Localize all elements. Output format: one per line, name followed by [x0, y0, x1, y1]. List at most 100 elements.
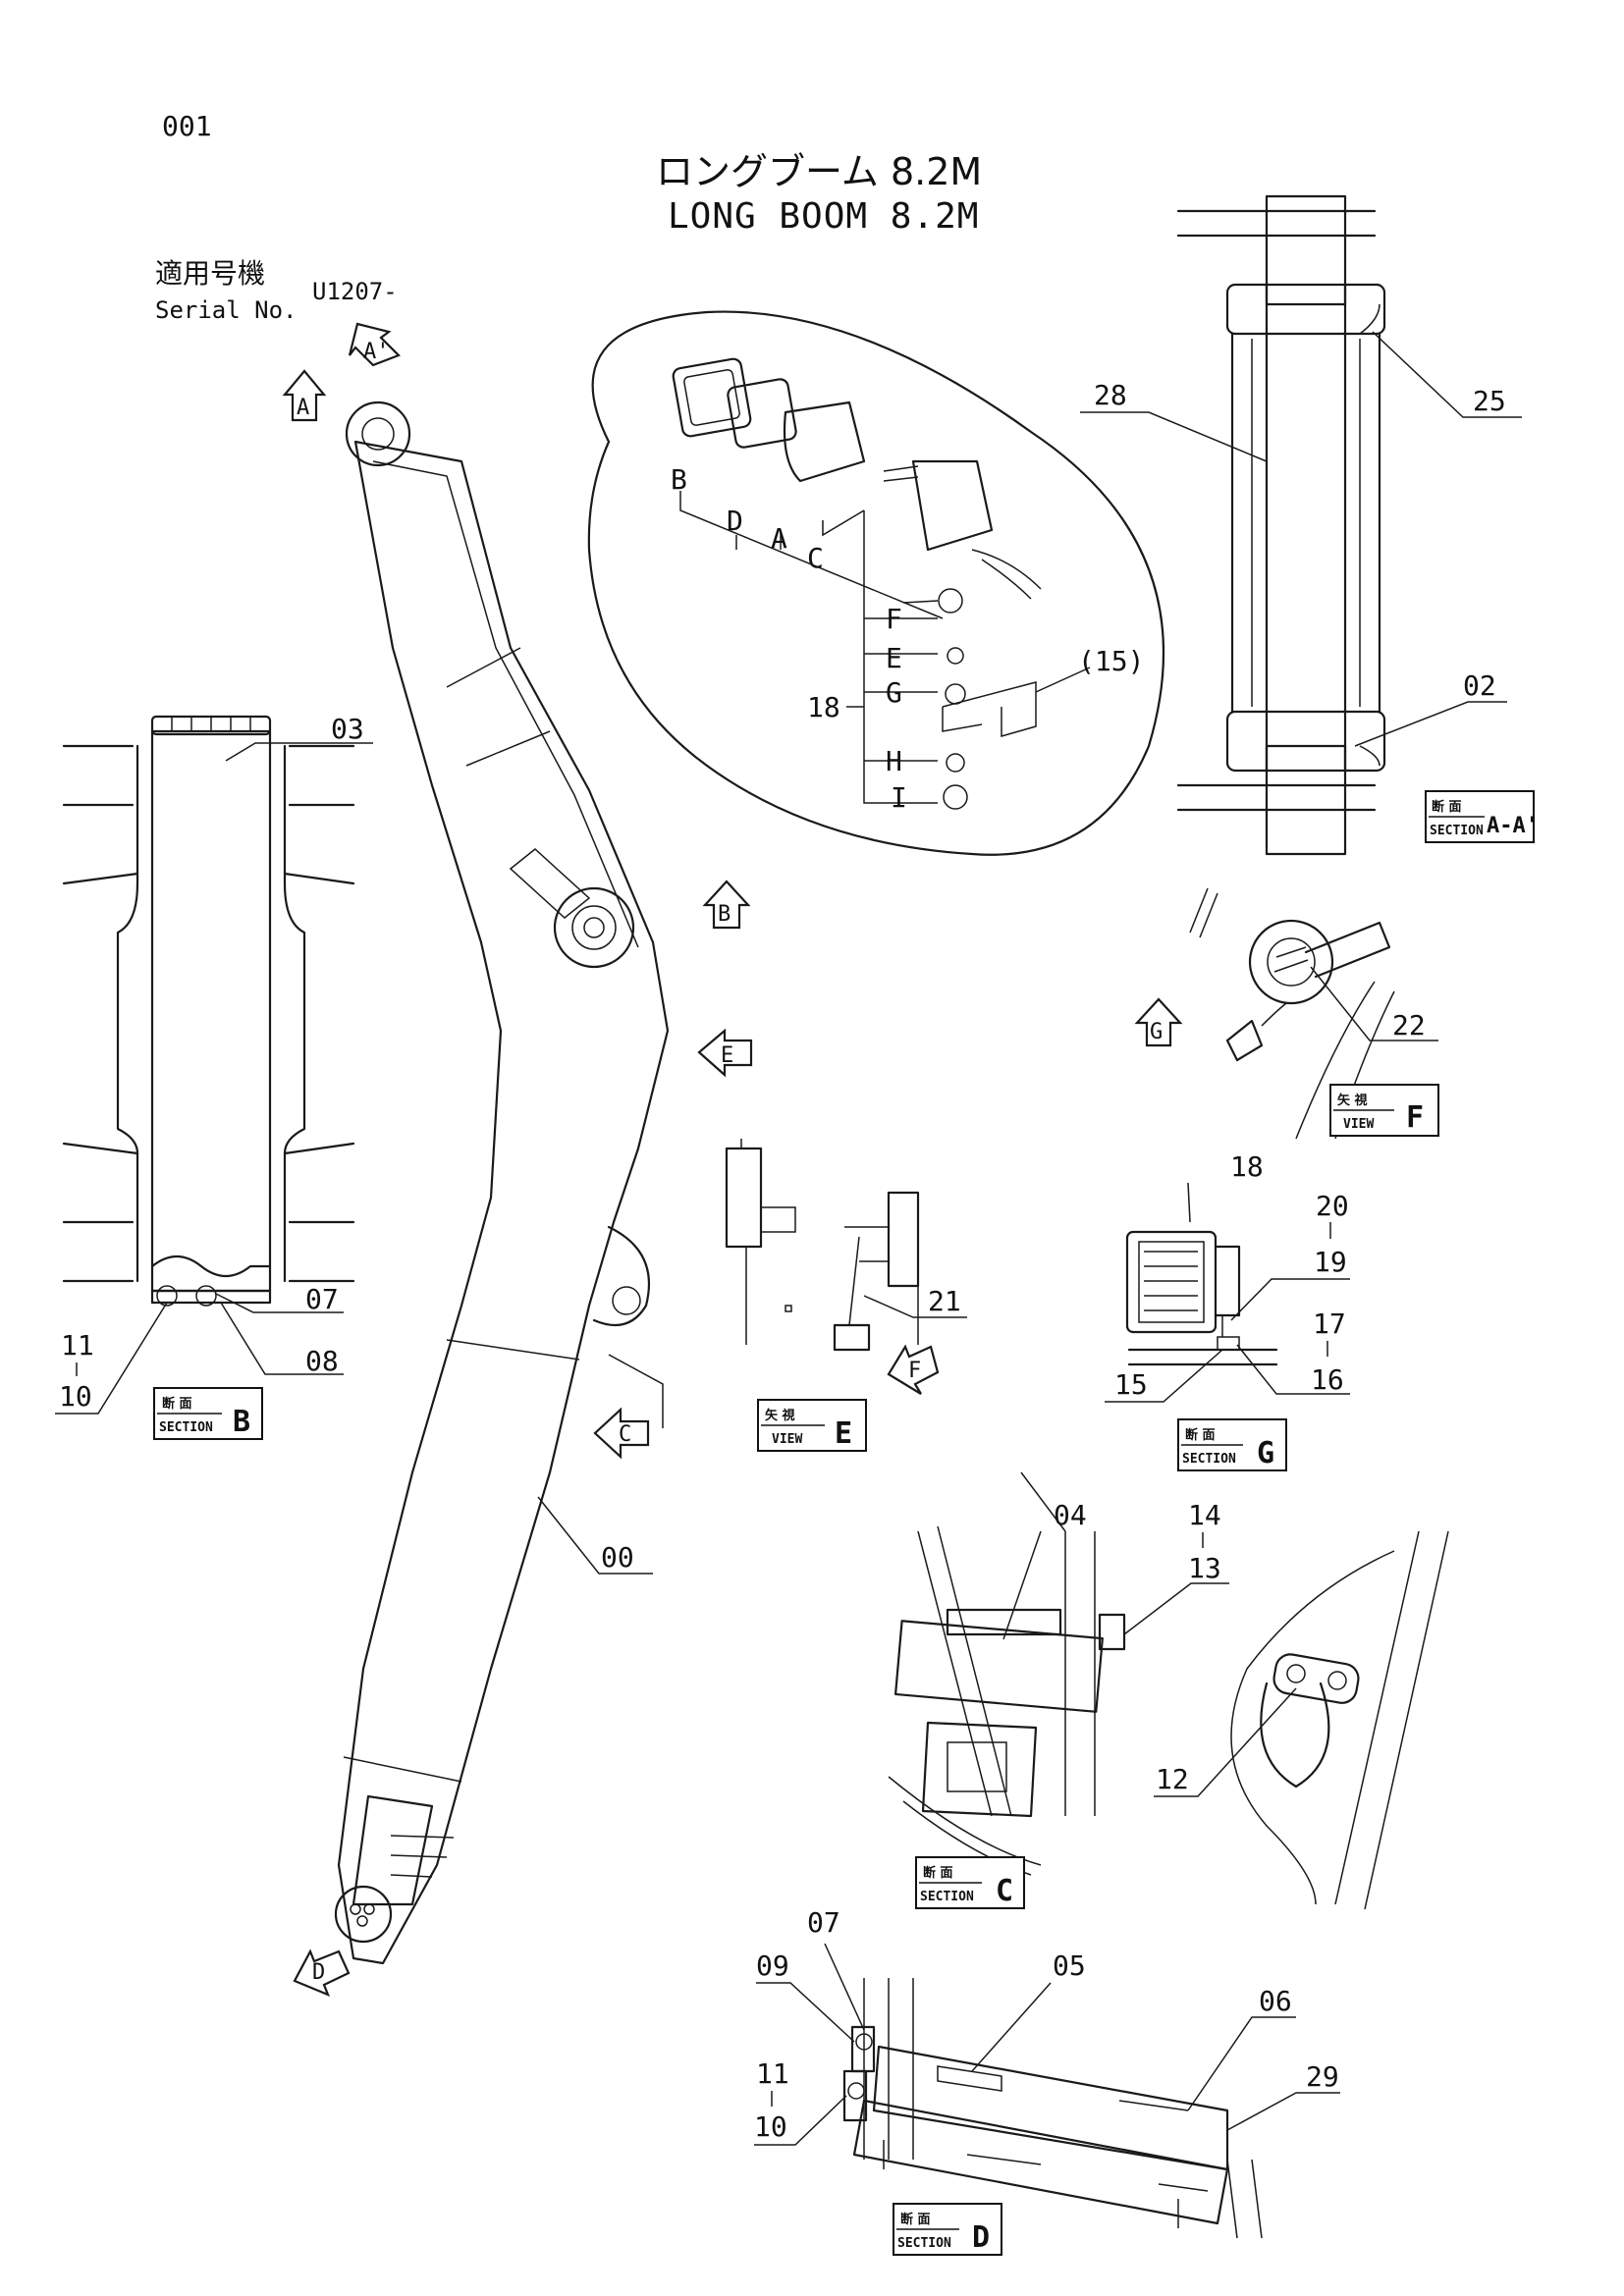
part-04: 04 [1054, 1499, 1087, 1531]
view-arrow-d: D [293, 1949, 351, 1998]
svg-text:F: F [1406, 1100, 1424, 1135]
part-25: 25 [1473, 385, 1506, 417]
view-arrow-a: A [282, 369, 327, 422]
part-18-lamp: 18 [807, 691, 840, 723]
part-07-b: 07 [305, 1283, 339, 1315]
lamp-label-d: D [727, 505, 743, 537]
part-29: 29 [1306, 2060, 1339, 2093]
section-c-drawing [888, 1471, 1126, 1876]
svg-text:A-A': A-A' [1487, 814, 1539, 838]
part-07-d: 07 [807, 1906, 840, 1939]
svg-text:B: B [233, 1405, 250, 1439]
section-b-drawing [62, 715, 355, 1307]
svg-text:SECTION: SECTION [920, 1890, 974, 1904]
boom-body [334, 400, 670, 1965]
lamp-label-h: H [886, 745, 902, 777]
view-arrow-g: G [1134, 997, 1183, 1047]
part-10-d: 10 [754, 2110, 787, 2143]
svg-text:断 面: 断 面 [900, 2212, 931, 2227]
svg-text:矢 視: 矢 視 [1337, 1093, 1368, 1108]
svg-text:G: G [1257, 1436, 1274, 1470]
boom-foot-pin [334, 1794, 455, 1944]
svg-text:D: D [312, 1960, 325, 1985]
section-g-tag: 断 面 SECTION G [1177, 1418, 1287, 1471]
view-arrow-f: F [887, 1344, 940, 1395]
view-f-tag: 矢 視 VIEW F [1329, 1084, 1439, 1137]
part-20: 20 [1316, 1190, 1349, 1222]
svg-text:SECTION: SECTION [1182, 1452, 1236, 1467]
part-12-detail [1230, 1530, 1449, 1910]
view-f-drawing [1189, 887, 1395, 1140]
section-g-drawing [1125, 1230, 1278, 1366]
section-aa-drawing [1176, 194, 1386, 856]
svg-text:矢 視: 矢 視 [765, 1408, 795, 1423]
lamp-exploded-view [587, 310, 1165, 856]
svg-text:D: D [972, 2220, 990, 2255]
part-13: 13 [1188, 1552, 1221, 1584]
view-arrow-b: B [702, 880, 751, 930]
part-14: 14 [1188, 1499, 1221, 1531]
part-22: 22 [1392, 1009, 1426, 1041]
svg-text:VIEW: VIEW [1343, 1117, 1374, 1132]
serial-value: U1207- [312, 278, 398, 305]
title-english: LONG BOOM 8.2M [668, 196, 979, 237]
lamp-label-g: G [886, 676, 902, 709]
lamp-label-b: B [671, 463, 687, 496]
section-d-drawing [842, 1978, 1263, 2239]
part-06: 06 [1259, 1985, 1292, 2017]
section-aa-tag: 断 面 SECTION A-A' [1425, 790, 1539, 843]
part-18-g: 18 [1230, 1150, 1264, 1183]
serial-label-jp: 適用号機 [155, 257, 265, 290]
part-08: 08 [305, 1345, 339, 1377]
svg-text:E: E [721, 1043, 733, 1068]
part-21: 21 [928, 1285, 961, 1317]
view-arrow-c: C [593, 1407, 650, 1460]
svg-text:F: F [908, 1359, 921, 1383]
part-17: 17 [1313, 1308, 1346, 1340]
lamp-label-e: E [886, 642, 902, 674]
boom-pivot-pin [509, 848, 635, 969]
svg-text:E: E [835, 1416, 852, 1451]
svg-text:C: C [996, 1874, 1013, 1908]
lamp-label-f: F [886, 603, 902, 635]
section-c-tag: 断 面 SECTION C [915, 1856, 1025, 1909]
lamp-label-c: C [807, 542, 824, 574]
part-09: 09 [756, 1949, 789, 1982]
svg-text:VIEW: VIEW [772, 1432, 802, 1447]
part-19: 19 [1314, 1246, 1347, 1278]
lamp-label-i: I [891, 781, 907, 814]
serial-label-en: Serial No. [155, 296, 298, 324]
title-japanese: ロングブーム 8.2M [656, 150, 982, 193]
svg-text:断 面: 断 面 [1185, 1427, 1216, 1443]
part-02: 02 [1463, 669, 1496, 702]
part-12: 12 [1156, 1763, 1189, 1795]
part-10-b: 10 [59, 1380, 92, 1413]
part-28: 28 [1094, 379, 1127, 411]
svg-text:G: G [1150, 1020, 1163, 1044]
part-11-b: 11 [61, 1329, 94, 1362]
svg-text:断 面: 断 面 [162, 1396, 192, 1412]
page-number: 001 [162, 110, 212, 142]
part-00: 00 [601, 1541, 634, 1574]
section-d-tag: 断 面 SECTION D [893, 2203, 1002, 2256]
svg-text:SECTION: SECTION [1430, 824, 1484, 838]
svg-text:SECTION: SECTION [159, 1420, 213, 1435]
view-e-drawing [725, 1139, 920, 1352]
lamp-label-a: A [771, 522, 787, 555]
svg-text:B: B [718, 902, 731, 927]
view-e-tag: 矢 視 VIEW E [757, 1399, 867, 1452]
part-03: 03 [331, 713, 364, 745]
svg-text:SECTION: SECTION [897, 2236, 951, 2251]
svg-text:A': A' [363, 340, 390, 364]
svg-text:断 面: 断 面 [923, 1865, 953, 1881]
svg-text:断 面: 断 面 [1432, 799, 1462, 815]
view-arrow-a-prime: A' [348, 322, 401, 367]
view-arrow-e: E [697, 1028, 753, 1078]
part-16: 16 [1311, 1363, 1344, 1396]
part-11-d: 11 [756, 2057, 789, 2090]
part-05: 05 [1053, 1949, 1086, 1982]
section-b-tag: 断 面 SECTION B [153, 1387, 263, 1440]
svg-text:C: C [619, 1422, 631, 1447]
svg-text:A: A [297, 396, 309, 420]
